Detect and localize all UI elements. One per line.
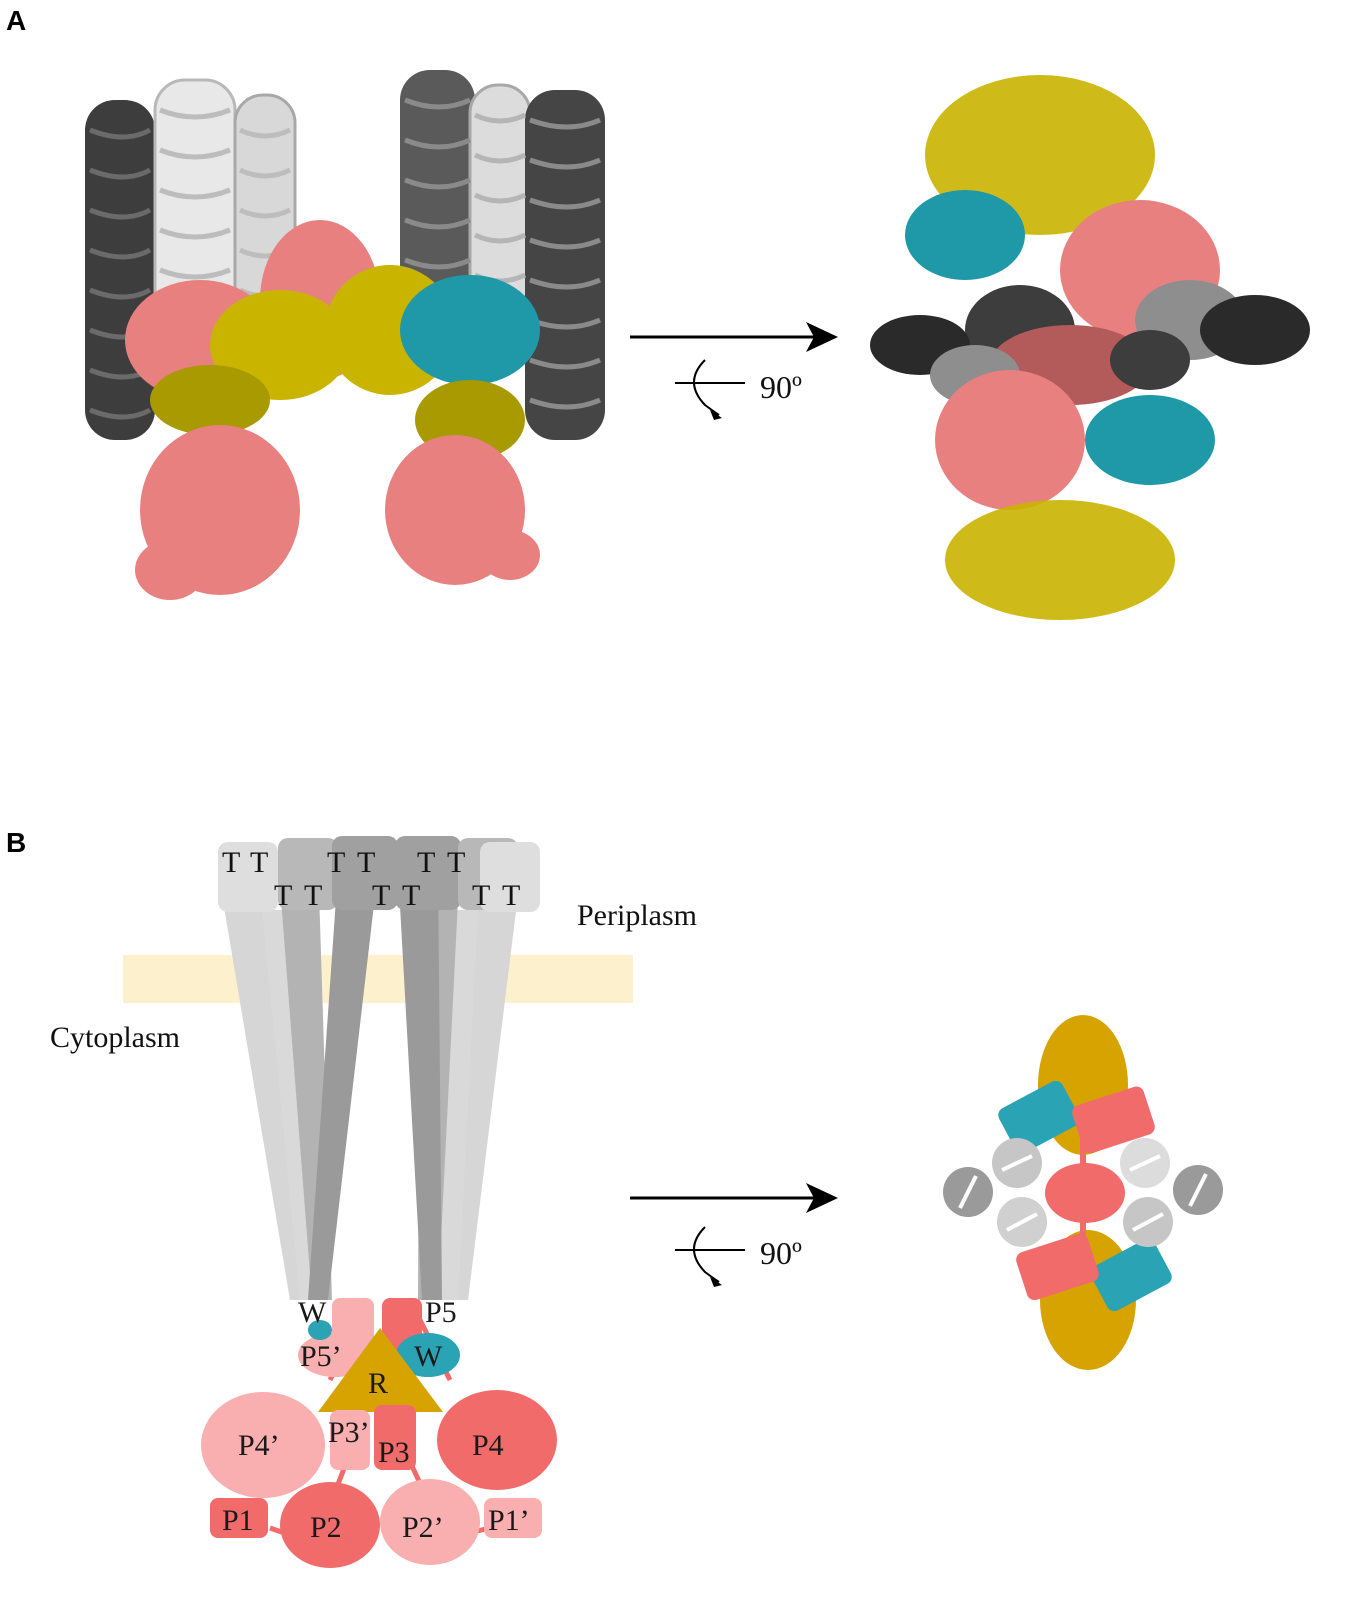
rotation-label-a: 90º <box>760 369 802 405</box>
domain-p4 <box>437 1390 557 1490</box>
salmon-block-bottom <box>1016 1233 1099 1301</box>
central-salmon-domain <box>1045 1163 1125 1223</box>
membrane-band <box>123 955 633 1003</box>
label-p1-prime: P1’ <box>488 1504 530 1537</box>
t-label: T <box>502 879 520 912</box>
periplasmic-domains <box>125 220 540 600</box>
domain-p2 <box>280 1482 380 1568</box>
top-view-schematic <box>943 1015 1223 1370</box>
periplasmic-domain-cartoon <box>201 1298 557 1568</box>
helix-t-labels: T T T T T T T T T T T T <box>222 846 520 912</box>
domain-p1 <box>210 1498 268 1538</box>
label-p3-prime: P3’ <box>328 1416 370 1449</box>
cytoplasm-label: Cytoplasm <box>50 1021 180 1054</box>
label-p4-prime: P4’ <box>238 1429 280 1462</box>
helix-circles <box>943 1138 1223 1247</box>
tm-helices-right <box>400 70 605 440</box>
label-p5: P5 <box>425 1296 457 1329</box>
label-p4: P4 <box>472 1429 504 1462</box>
label-p3: P3 <box>378 1436 410 1469</box>
domain-w-right <box>396 1333 460 1377</box>
structure-side-view <box>85 70 605 600</box>
t-label: T <box>372 879 390 912</box>
rotation-arrow-a: 90º <box>630 322 838 420</box>
t-label: T <box>327 846 345 879</box>
domain-p2-prime <box>380 1479 480 1565</box>
periplasm-label: Periplasm <box>577 899 697 932</box>
tm-helix-bundle <box>218 836 540 1300</box>
t-label: T <box>304 879 322 912</box>
t-label: T <box>402 879 420 912</box>
domain-p4-prime <box>201 1392 325 1498</box>
t-label: T <box>274 879 292 912</box>
t-label: T <box>357 846 375 879</box>
label-p5-prime: P5’ <box>300 1340 342 1373</box>
domain-r-triangle <box>318 1328 443 1412</box>
structure-top-view <box>870 75 1310 620</box>
domain-p1-prime <box>484 1498 542 1538</box>
domain-p3 <box>374 1405 416 1470</box>
label-p1: P1 <box>222 1504 254 1537</box>
domain-p3-prime <box>330 1410 370 1470</box>
t-label: T <box>250 846 268 879</box>
label-r: R <box>368 1367 388 1400</box>
label-p2-prime: P2’ <box>402 1511 444 1544</box>
teal-block-top <box>998 1080 1080 1154</box>
domain-labels: W P5 P5’ W R P4’ P3’ P3 P4 P1 P2 P2’ P1’ <box>222 1296 530 1544</box>
domain-w-left <box>308 1320 332 1340</box>
label-w-right: W <box>414 1340 443 1373</box>
t-label: T <box>447 846 465 879</box>
panel-b-letter: B <box>6 827 26 858</box>
rotation-label-b: 90º <box>760 1235 802 1271</box>
label-p2: P2 <box>310 1511 342 1544</box>
label-w-left: W <box>298 1296 327 1329</box>
t-label: T <box>222 846 240 879</box>
rotation-arrow-b: 90º <box>630 1183 838 1287</box>
panel-a-letter: A <box>6 5 26 36</box>
t-label: T <box>417 846 435 879</box>
salmon-block-top <box>1072 1086 1155 1154</box>
t-label: T <box>472 879 490 912</box>
teal-block-bottom <box>1090 1238 1172 1312</box>
